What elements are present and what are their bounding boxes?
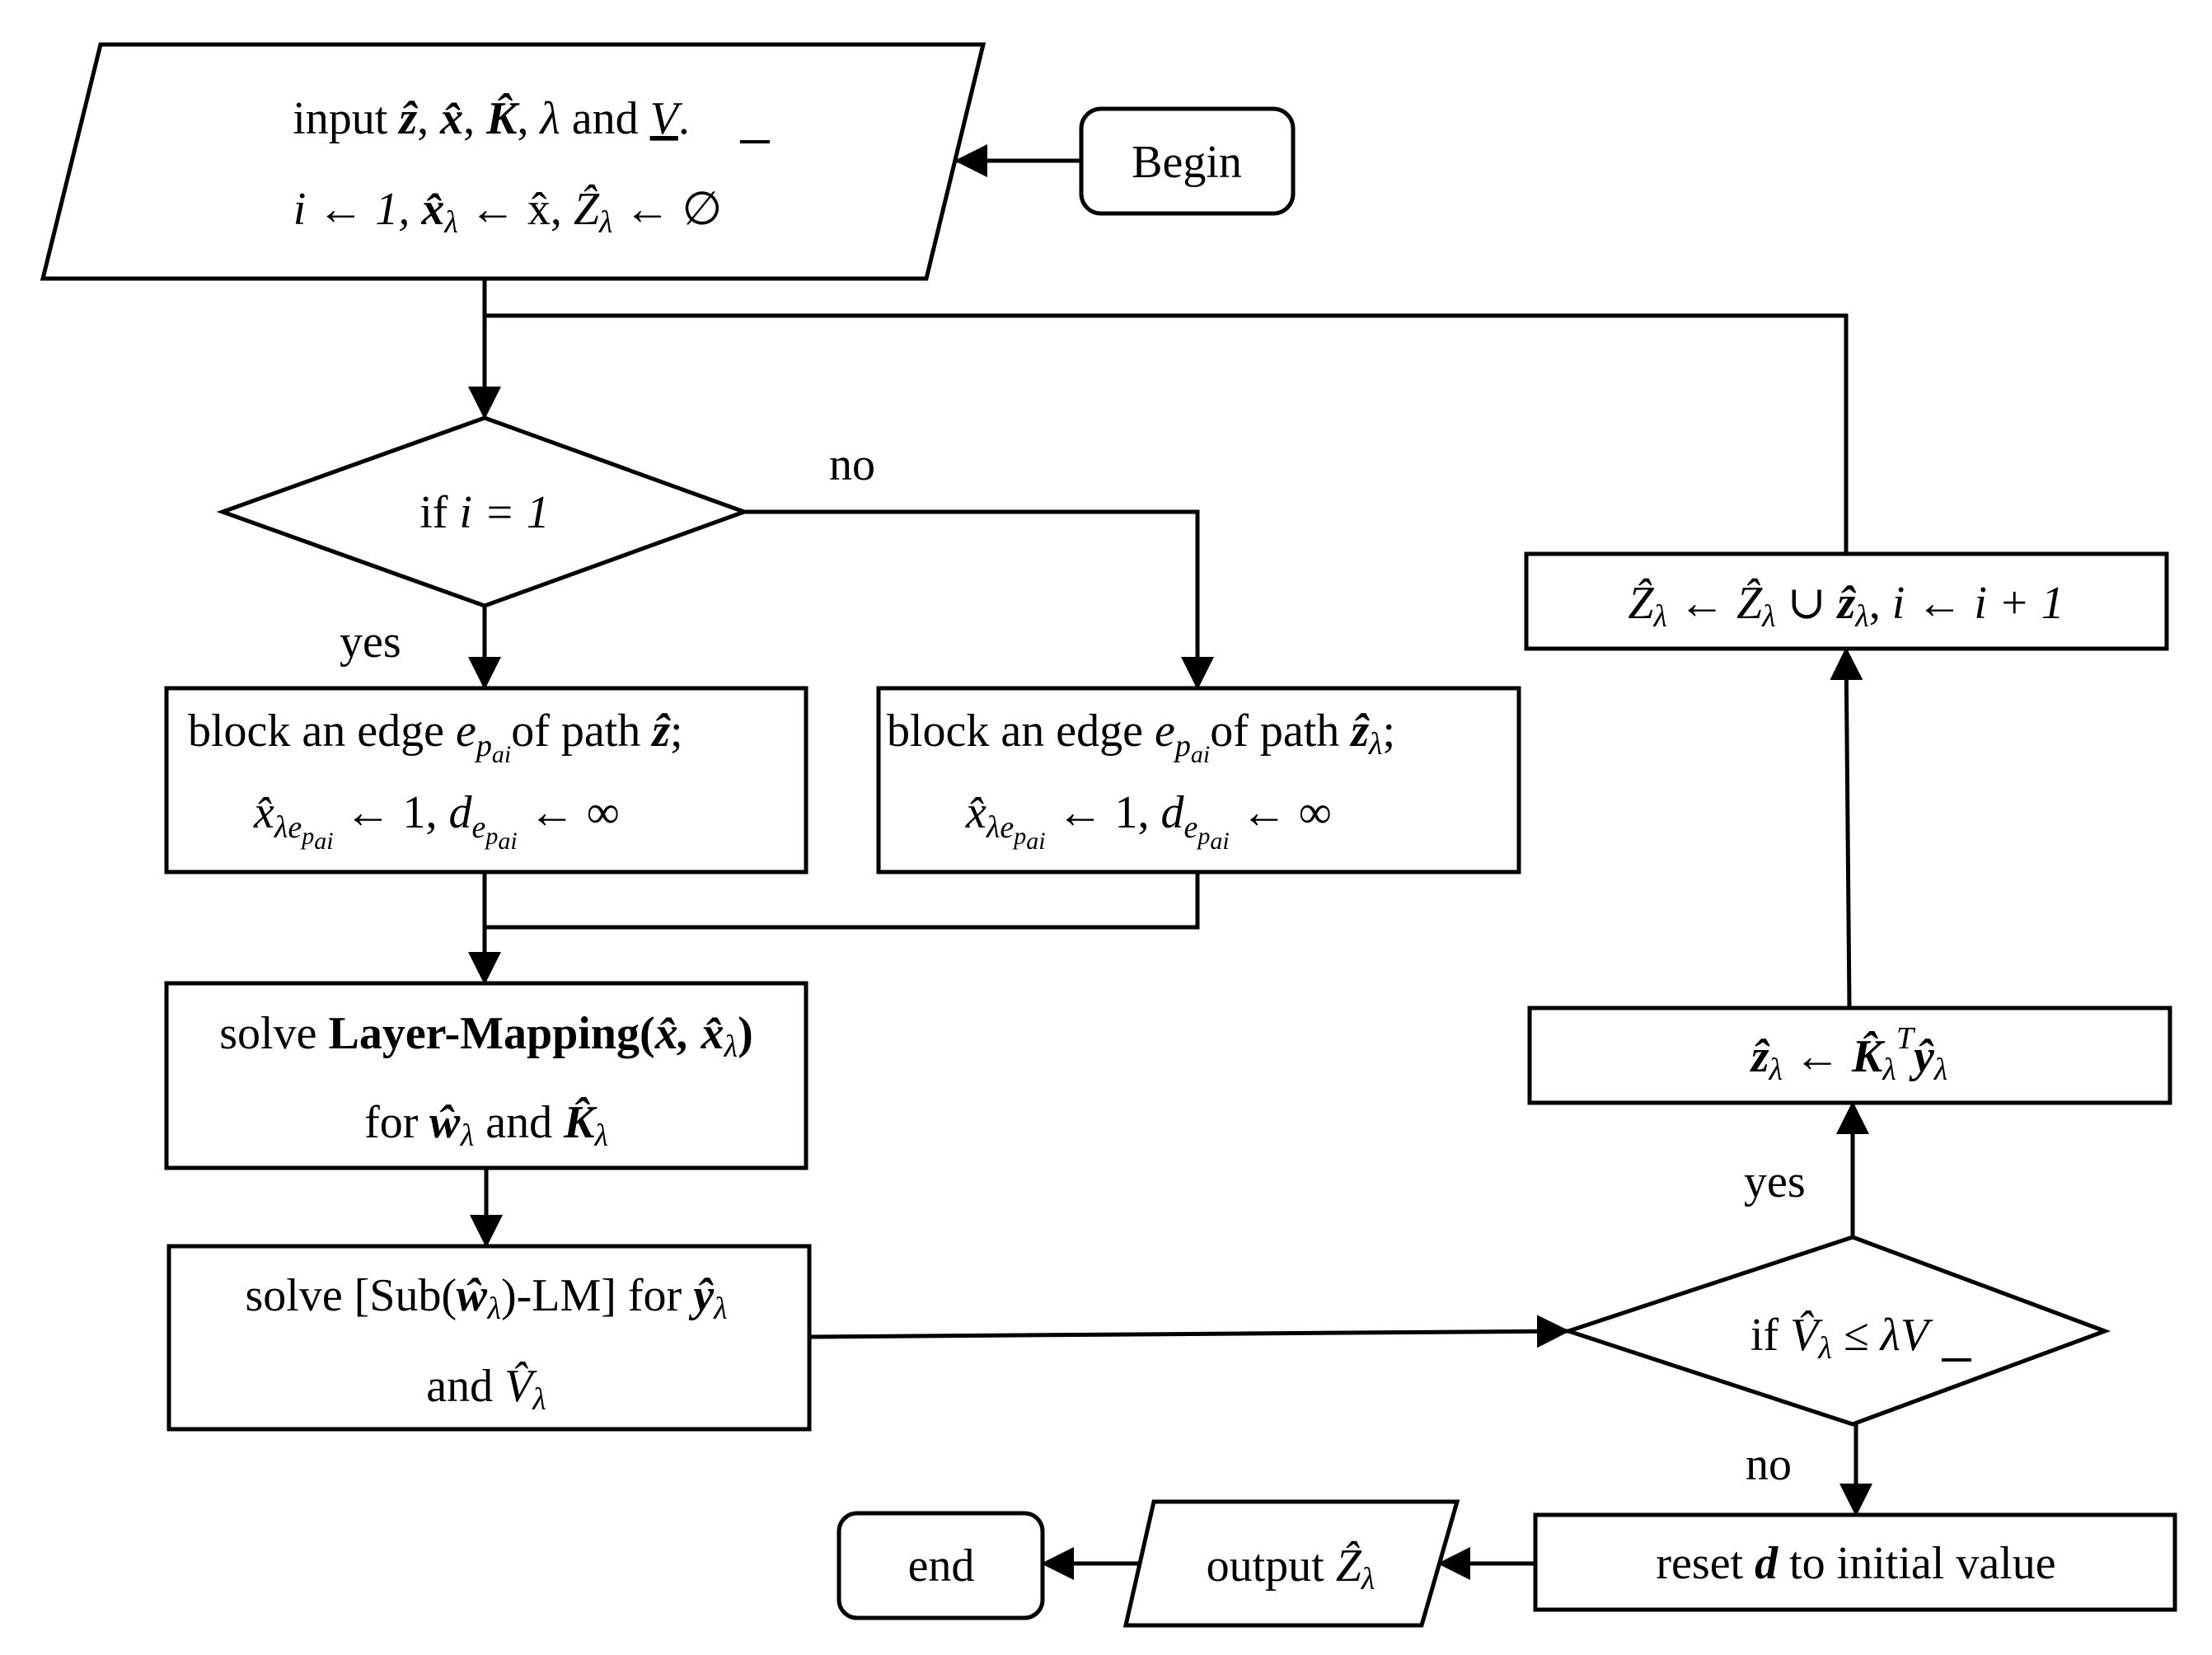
reset-text: reset d to initial value	[1656, 1538, 2055, 1589]
block-edge-left-box	[164, 686, 808, 874]
assign-z-text: ẑλ ← K̂λTŷλ	[1750, 1021, 1948, 1087]
decision-v-check	[1562, 1235, 2111, 1427]
assign-z-box	[1527, 1006, 2172, 1105]
label-no-bottom: no	[1746, 1439, 1792, 1490]
arrow-sublm-to-decision-v	[808, 1315, 1570, 1348]
arrow-no-to-block-right	[744, 509, 1214, 690]
decision-v-text: if V̂λ ≤ λV	[1750, 1310, 1933, 1366]
end-label: end	[908, 1540, 975, 1592]
sub-lm-line-1: solve [Sub(ŵλ)-LM] for ŷλ	[245, 1270, 727, 1326]
layer-mapping-line-1: solve Layer-Mapping(x̂, x̂λ)	[219, 1008, 752, 1064]
sub-lm-line-2: and V̂λ	[426, 1361, 546, 1417]
block-right-line-1: block an edge epaiof path ẑλ;	[887, 706, 1395, 768]
decision-i-text: if i = 1	[419, 487, 550, 538]
input-line-1: input ẑ, x̂, K̂, λ and V.	[293, 93, 690, 144]
layer-mapping-line-2: for ŵλ and K̂λ	[364, 1097, 608, 1153]
output-parallelogram	[1122, 1499, 1460, 1628]
reset-d-box	[1533, 1512, 2177, 1612]
label-no-top: no	[829, 439, 875, 490]
line-block-right-merge	[485, 872, 1200, 930]
loop-back-line	[485, 313, 1849, 554]
label-yes-right: yes	[1744, 1156, 1806, 1207]
input-line-2: i ← 1, x̂λ ← x̂, Ẑλ ← ∅	[293, 184, 722, 240]
block-left-line-2: x̂λepai ← 1, depai ← ∞	[253, 787, 620, 855]
output-text: output Ẑλ	[1207, 1540, 1375, 1596]
begin-label: Begin	[1132, 137, 1242, 188]
update-z-text: Ẑλ ← Ẑλ ∪ ẑλ, i ← i + 1	[1628, 578, 2064, 634]
arrow-assign-to-update	[1830, 647, 1863, 1009]
input-parallelogram	[40, 42, 986, 281]
label-yes-left: yes	[340, 617, 401, 668]
block-right-line-2: x̂λepai ← 1, depai ← ∞	[965, 787, 1332, 855]
block-left-line-1: block an edge epaiof path ẑ;	[188, 706, 683, 768]
